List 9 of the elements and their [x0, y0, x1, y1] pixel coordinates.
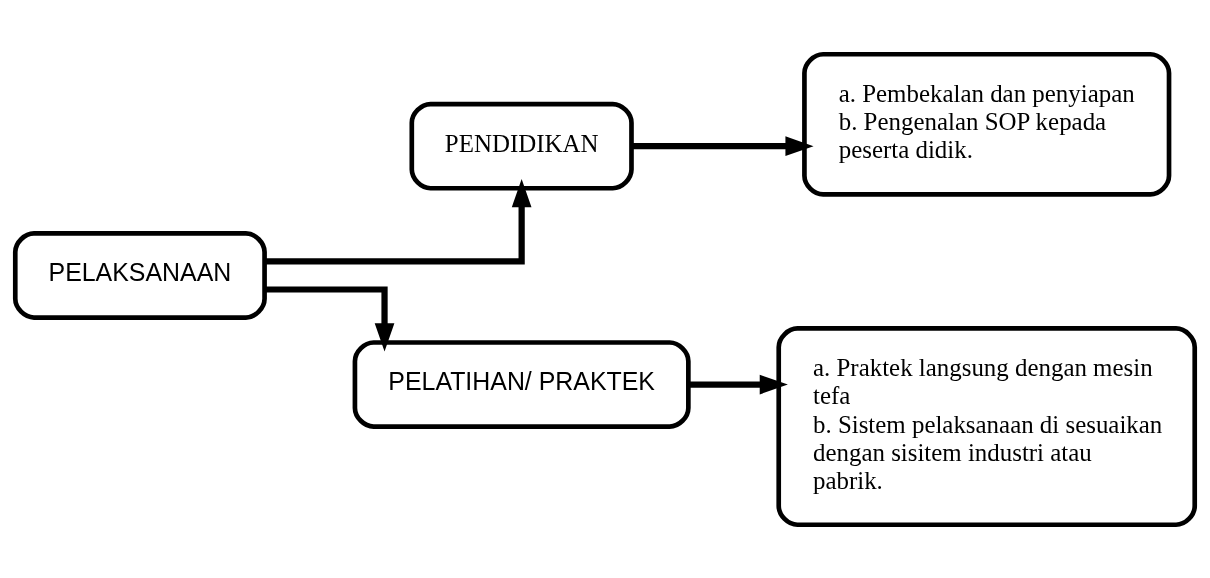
arrow — [631, 135, 814, 156]
node-box: PELAKSANAAN — [12, 230, 267, 320]
node-box: a. Pembekalan dan penyiapan b. Pengenalan SOP kepada peserta didik. — [802, 51, 1172, 197]
node-box: PELATIHAN/ PRAKTEK — [352, 339, 691, 429]
arrow — [264, 178, 532, 265]
arrow — [265, 285, 395, 351]
node-box: a. Praktek langsung dengan mesin tefa b. Sistem pelaksanaan di sesuaikan dengan sisitem industri atau pabrik. — [776, 325, 1198, 527]
node-box: PENDIDIKAN — [409, 101, 634, 191]
arrow — [688, 374, 788, 394]
